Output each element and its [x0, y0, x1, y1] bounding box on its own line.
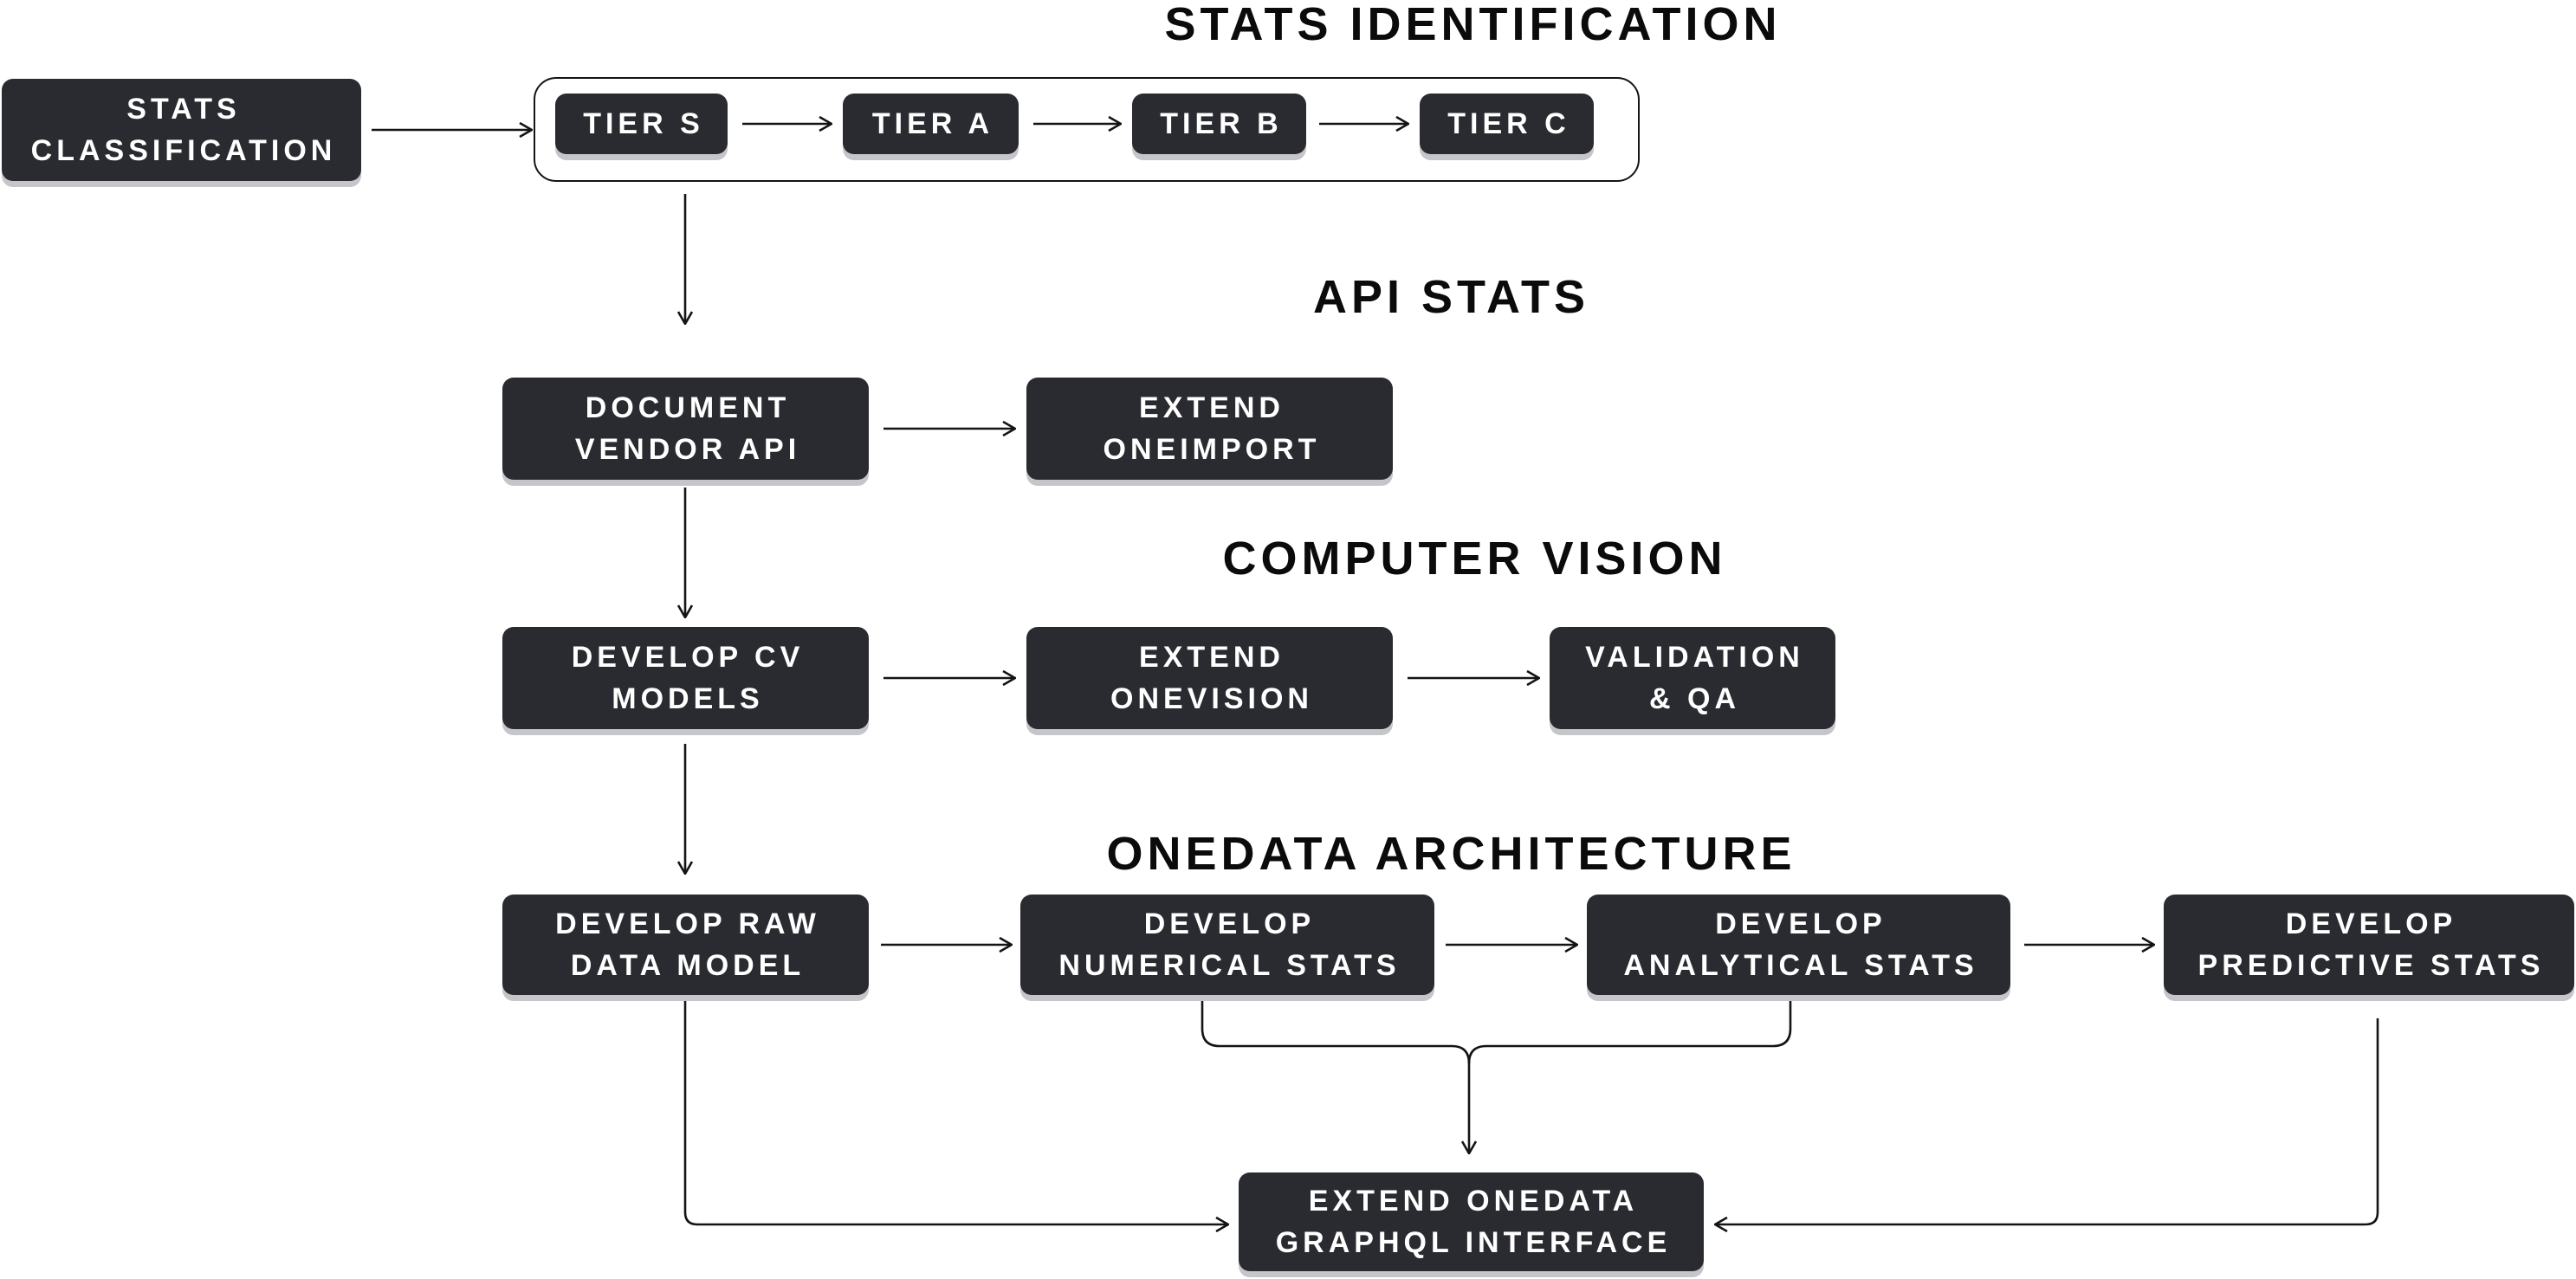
node-develop-raw-data-model: DEVELOP RAW DATA MODEL — [502, 895, 869, 995]
node-label: GRAPHQL INTERFACE — [1275, 1226, 1672, 1259]
node-label: TIER A — [871, 107, 994, 140]
node-label: DATA MODEL — [570, 949, 806, 982]
node-label: DEVELOP — [1143, 908, 1316, 940]
node-label: EXTEND ONEDATA — [1308, 1185, 1639, 1218]
arrow-raw-to-graphql — [683, 1001, 1228, 1224]
node-label: DOCUMENT — [585, 391, 791, 424]
node-label: ONEVISION — [1110, 682, 1313, 715]
node-label: NUMERICAL STATS — [1058, 949, 1401, 982]
node-label: EXTEND — [1139, 391, 1285, 424]
section-title-onedata-architecture: ONEDATA ARCHITECTURE — [1106, 828, 1796, 880]
node-label: TIER B — [1160, 107, 1283, 140]
tier-group-outline — [534, 77, 1640, 182]
node-tier-b: TIER B — [1132, 94, 1306, 154]
section-title-api-stats: API STATS — [1312, 271, 1589, 323]
node-validation-qa: VALIDATION & QA — [1550, 627, 1835, 729]
node-label: STATS — [126, 93, 241, 126]
bracket-left-branch — [1201, 1001, 1469, 1153]
node-label: DEVELOP RAW — [555, 908, 820, 940]
node-label: EXTEND — [1139, 641, 1285, 674]
node-tier-s: TIER S — [555, 94, 728, 154]
node-label: DEVELOP — [1715, 908, 1887, 940]
node-develop-cv-models: DEVELOP CV MODELS — [502, 627, 869, 729]
node-develop-analytical-stats: DEVELOP ANALYTICAL STATS — [1587, 895, 2010, 995]
node-stats-classification: STATS CLASSIFICATION — [2, 79, 361, 181]
node-extend-oneimport: EXTEND ONEIMPORT — [1026, 378, 1393, 480]
node-extend-onedata-graphql-interface: EXTEND ONEDATA GRAPHQL INTERFACE — [1239, 1172, 1704, 1271]
node-label: ONEIMPORT — [1103, 433, 1321, 466]
node-label: VENDOR API — [574, 433, 801, 466]
bracket-right-branch — [1467, 1001, 1792, 1064]
section-title-stats-identification: STATS IDENTIFICATION — [1164, 0, 1782, 50]
node-develop-numerical-stats: DEVELOP NUMERICAL STATS — [1020, 895, 1434, 995]
node-label: DEVELOP — [2285, 908, 2457, 940]
node-label: DEVELOP CV — [571, 641, 805, 674]
node-document-vendor-api: DOCUMENT VENDOR API — [502, 378, 869, 480]
node-label: ANALYTICAL STATS — [1623, 949, 1978, 982]
arrow-predictive-to-graphql — [1715, 1018, 2379, 1224]
node-extend-onevision: EXTEND ONEVISION — [1026, 627, 1393, 729]
node-label: TIER S — [583, 107, 704, 140]
node-develop-predictive-stats: DEVELOP PREDICTIVE STATS — [2164, 895, 2574, 995]
section-title-computer-vision: COMPUTER VISION — [1222, 533, 1727, 585]
node-label: MODELS — [612, 682, 764, 715]
node-tier-c: TIER C — [1420, 94, 1594, 154]
node-label: PREDICTIVE STATS — [2197, 949, 2545, 982]
node-label: TIER C — [1447, 107, 1570, 140]
node-label: & QA — [1649, 682, 1740, 715]
node-label: CLASSIFICATION — [30, 134, 337, 167]
node-label: VALIDATION — [1585, 641, 1804, 674]
node-tier-a: TIER A — [843, 94, 1019, 154]
